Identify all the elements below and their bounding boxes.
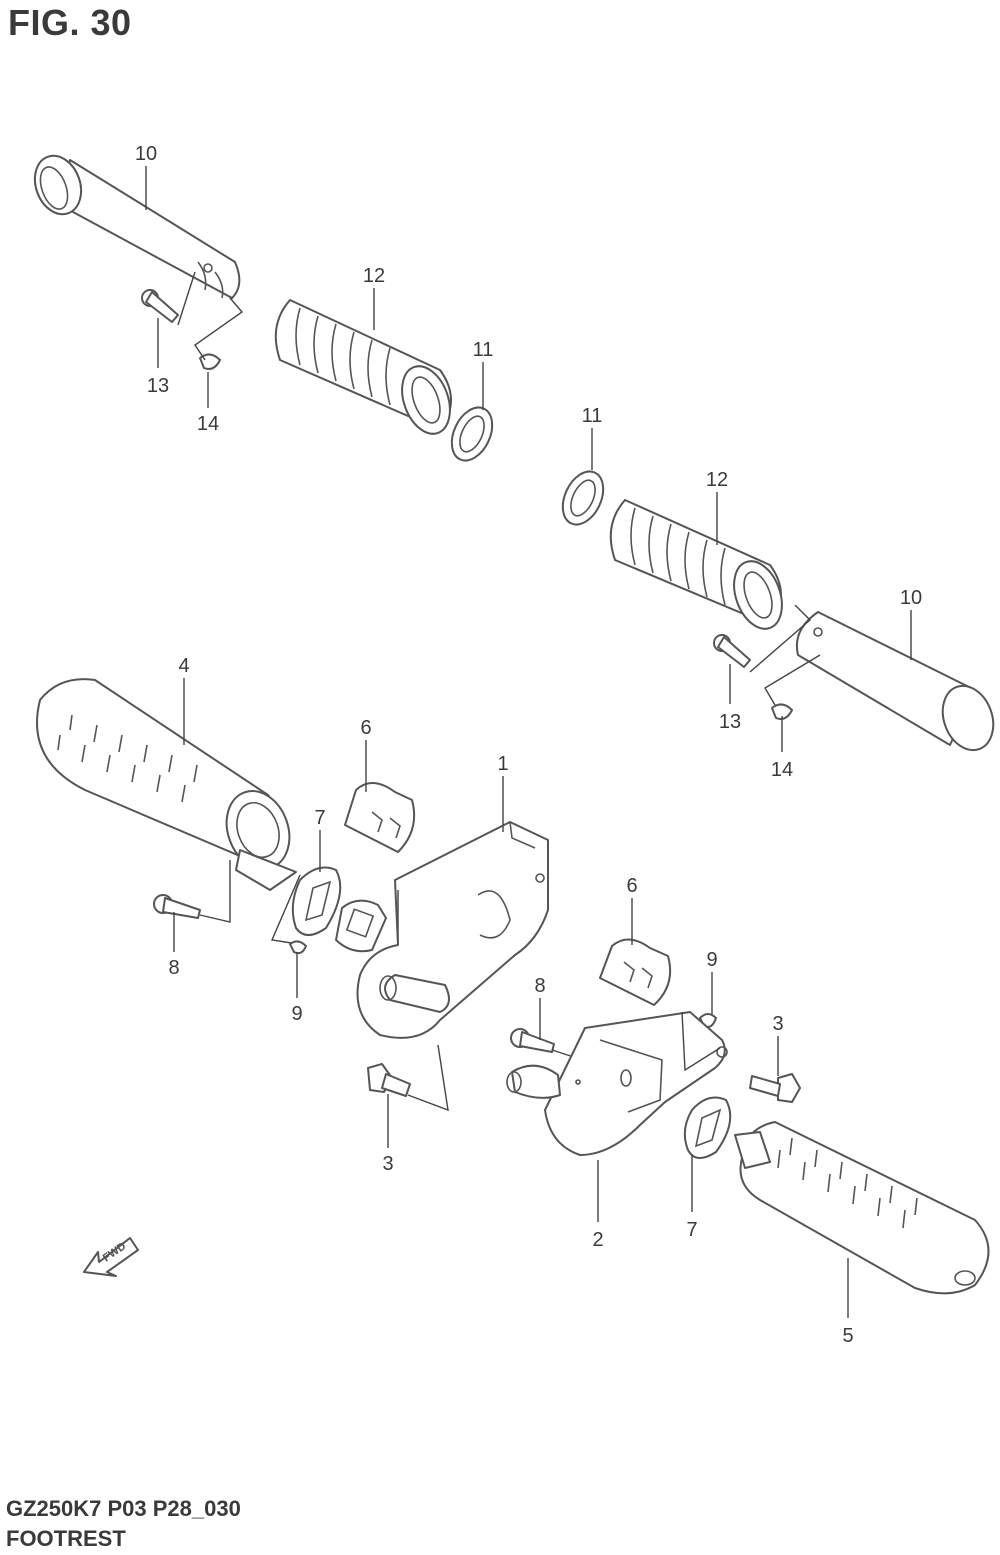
callout-12-right: 12	[706, 469, 728, 491]
callout-2: 2	[592, 1229, 603, 1251]
footrest-5	[734, 1121, 990, 1295]
pillion-peg-right	[796, 611, 995, 752]
callout-11-left: 11	[473, 339, 494, 361]
bolt-3-right	[749, 1073, 801, 1103]
callout-9-left: 9	[291, 1003, 302, 1025]
grip-12-right	[609, 499, 783, 630]
grip-12-left	[274, 299, 452, 435]
callout-11-right: 11	[582, 405, 603, 427]
callout-10-right: 10	[900, 587, 922, 609]
callout-7-right: 7	[686, 1219, 697, 1241]
callout-6-lower: 6	[626, 875, 637, 897]
washer-11-right	[561, 470, 605, 526]
callout-3-left: 3	[382, 1153, 393, 1175]
callout-numbers: 10 13 14 12 11 11 12 10 13 14 4 6 1 7 8 …	[135, 143, 922, 1347]
spacer-plate	[335, 899, 387, 953]
washer-7-left	[291, 866, 342, 936]
figure-title: FIG. 30	[8, 2, 132, 43]
callout-8-right: 8	[534, 975, 545, 997]
pin-8-right	[510, 1028, 555, 1053]
section-name: FOOTREST	[6, 1526, 126, 1551]
stopper-6-upper	[344, 782, 416, 853]
pin-8-left	[153, 894, 201, 919]
model-code: GZ250K7 P03 P28_030	[6, 1496, 241, 1521]
washer-11-left	[450, 406, 494, 462]
bolt-3-left	[367, 1063, 411, 1097]
callout-12-left: 12	[363, 265, 385, 287]
clip-14-right	[771, 703, 793, 720]
clip-9-left	[289, 940, 307, 955]
callout-13-right: 13	[719, 711, 741, 733]
footrest-bracket-1	[356, 821, 549, 1039]
fwd-arrow-icon: FWD	[83, 1237, 139, 1277]
bolt-13-right	[713, 634, 751, 668]
callout-14-right: 14	[771, 759, 793, 781]
callout-13-left: 13	[147, 375, 169, 397]
bolt-13-left	[141, 289, 179, 323]
callout-14-left: 14	[197, 413, 219, 435]
callout-3-right: 3	[772, 1013, 783, 1035]
callout-5: 5	[842, 1325, 853, 1347]
washer-7-right	[683, 1096, 732, 1159]
callout-6-upper: 6	[360, 717, 371, 739]
callout-1: 1	[497, 753, 508, 775]
callout-8-left: 8	[168, 957, 179, 979]
clip-14-left	[199, 353, 221, 370]
callout-10-left: 10	[135, 143, 157, 165]
pillion-peg-left	[33, 154, 241, 299]
callout-4: 4	[178, 655, 189, 677]
callout-leaders	[145, 166, 912, 1318]
callout-7-left: 7	[314, 807, 325, 829]
stopper-6-lower	[599, 938, 672, 1006]
footrest-4	[36, 678, 297, 891]
footrest-bracket-2	[506, 1011, 728, 1156]
callout-9-right: 9	[706, 949, 717, 971]
